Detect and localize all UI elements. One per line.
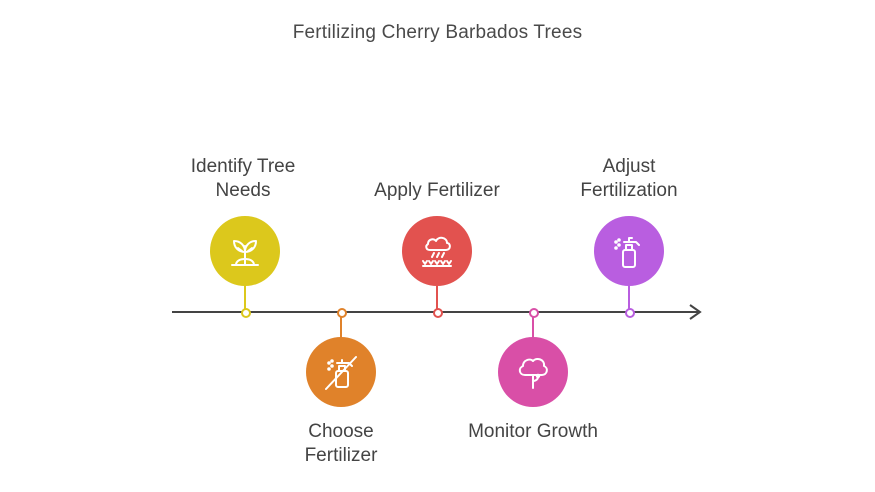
step-label-line: Fertilization [580,180,678,201]
step-connector [340,316,342,338]
no-spray-bottle-icon [325,356,357,390]
spray-bottle-icon [614,237,640,268]
step-label-line: Monitor Growth [468,421,598,442]
step-connector [628,286,630,310]
step-marker [625,308,635,318]
step-circle-identify [210,216,280,286]
step-marker [433,308,443,318]
step-connector [244,286,246,310]
sprout-icon [231,240,259,266]
step-label-line: Needs [215,180,271,201]
step-label-line: Fertilizer [304,445,378,466]
step-label-monitor: Monitor Growth [448,420,618,444]
step-label-apply: Apply Fertilizer [352,179,522,203]
step-label-line: Apply Fertilizer [374,180,500,201]
step-label-line: Choose [308,421,374,442]
step-circle-apply [402,216,472,286]
step-label-identify: Identify Tree Needs [158,155,328,203]
tree-icon [518,357,548,389]
step-label-choose: Choose Fertilizer [256,420,426,468]
rain-cloud-icon [422,236,452,267]
step-circle-adjust [594,216,664,286]
step-marker [529,308,539,318]
step-circle-monitor [498,337,568,407]
step-label-line: Adjust [602,156,656,177]
step-circle-choose [306,337,376,407]
step-marker [337,308,347,318]
step-connector [532,316,534,338]
diagram-title: Fertilizing Cherry Barbados Trees [292,22,583,43]
step-label-adjust: Adjust Fertilization [544,155,714,203]
step-marker [241,308,251,318]
step-connector [436,286,438,310]
step-label-line: Identify Tree [190,156,296,177]
